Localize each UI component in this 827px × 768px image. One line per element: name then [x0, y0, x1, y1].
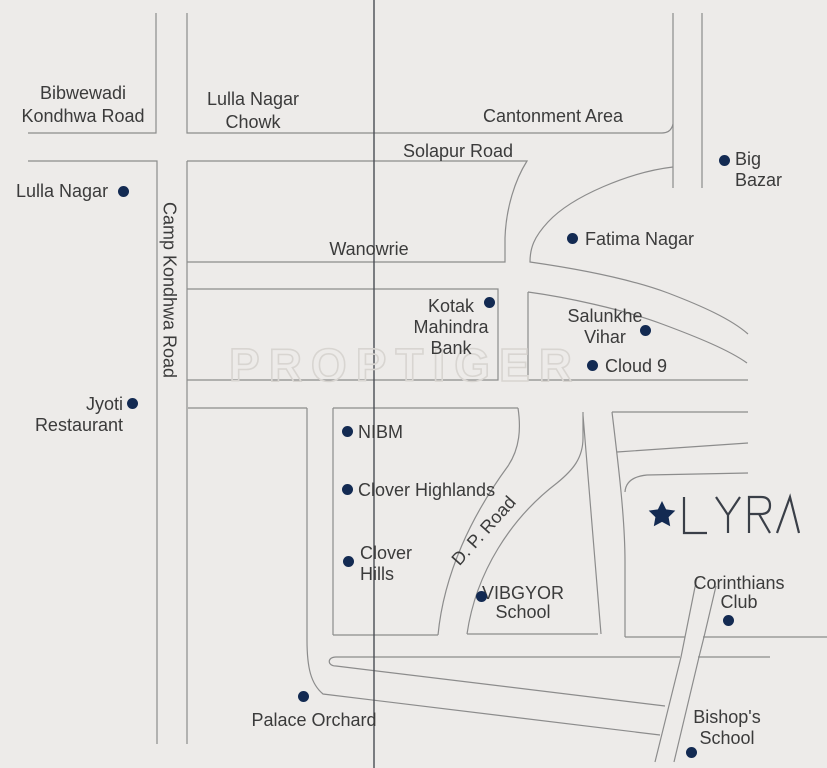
label-line: Chowk [225, 112, 281, 132]
label-line: Solapur Road [402, 141, 514, 161]
road-bishops-diagonal [654, 576, 717, 763]
poi-dot-lulla-nagar [117, 185, 129, 197]
road-dp-inner [437, 407, 520, 636]
road-nibm-block [332, 407, 518, 636]
map-label-cloud-9: Cloud 9 [605, 356, 667, 377]
poi-dot-palace-orchard [297, 690, 309, 702]
map-label-camp-kondhwa-road: Camp Kondhwa Road [159, 202, 180, 378]
road-cantonment-block [186, 13, 674, 134]
map-label-fatima-nagar: Fatima Nagar [585, 229, 694, 250]
label-line: Restaurant [34, 415, 123, 435]
label-line: Bazar [735, 170, 783, 190]
label-line: Vihar [584, 327, 626, 347]
label-line: Kondhwa Road [21, 106, 145, 126]
map-label-palace-orchard: Palace Orchard [251, 710, 376, 731]
label-line: Club [720, 592, 758, 612]
road-wanowrie-block [187, 160, 529, 263]
label-line: Lulla Nagar [206, 89, 300, 109]
label-line: School [699, 728, 755, 748]
poi-dot-clover-highlands [341, 483, 353, 495]
map-label-wanowrie: Wanowrie [329, 239, 408, 260]
star-icon [648, 501, 676, 527]
road-bottom-horizontals [328, 656, 770, 707]
label-line: Mahindra [413, 317, 489, 337]
label-line: Palace Orchard [251, 710, 377, 730]
poi-dot-cloud-9 [586, 359, 598, 371]
poi-dot-big-bazar [718, 154, 730, 166]
poi-dot-kotak-mahindra-bank [483, 296, 495, 308]
poi-dot-fatima-nagar [566, 232, 578, 244]
label-line: Camp Kondhwa Road [159, 201, 180, 379]
road-palace-block [188, 407, 661, 736]
label-line: Wanowrie [329, 239, 409, 259]
label-line: School [495, 602, 551, 622]
label-line: Clover [360, 543, 413, 563]
road-kotak-block [187, 288, 499, 381]
label-line: Bank [430, 338, 472, 358]
lyra-logo-graphic [648, 493, 801, 535]
label-line: Cloud 9 [605, 356, 668, 376]
road-camp-kondhwa-left [28, 160, 158, 744]
map-label-cantonment-area: Cantonment Area [483, 106, 623, 127]
map-label-lulla-nagar: Lulla Nagar [16, 181, 108, 202]
label-line: Salunkhe [567, 306, 643, 326]
label-line: Clover Highlands [358, 480, 496, 500]
label-line: NIBM [358, 422, 403, 442]
poi-dot-corinthians-club [722, 614, 734, 626]
label-line: Lulla Nagar [16, 181, 109, 201]
road-bibwewadi-block [28, 13, 157, 134]
poi-dot-clover-hills [342, 555, 354, 567]
label-line: Hills [360, 564, 394, 584]
lyra-letters [682, 493, 801, 535]
label-line: Jyoti [85, 394, 123, 414]
label-line: Corinthians [693, 573, 785, 593]
label-line: Big [735, 149, 762, 169]
road-dp-outer-vibgyor [466, 411, 626, 637]
map-label-solapur-road: Solapur Road [403, 141, 513, 162]
road-lyra-block-top [612, 411, 749, 493]
label-line: Cantonment Area [482, 106, 624, 126]
poi-dot-jyoti-restaurant [126, 397, 138, 409]
poi-dot-bishops-school [685, 746, 697, 758]
poi-dot-salunkhe-vihar [639, 324, 651, 336]
label-line: Fatima Nagar [585, 229, 695, 249]
label-line: Bibwewadi [39, 83, 127, 103]
road-fatima-curve [529, 166, 749, 335]
map-label-nibm: NIBM [358, 422, 403, 443]
poi-dot-nibm [341, 425, 353, 437]
map-label-clover-highlands: Clover Highlands [358, 480, 495, 501]
label-line: VIBGYOR [481, 583, 565, 603]
road-salunkhe-block [527, 291, 748, 381]
label-line: Bishop's [693, 707, 761, 727]
label-line: Kotak [427, 296, 475, 316]
poi-dot-vibgyor-school [475, 590, 487, 602]
lyra-logo: LYRA [644, 492, 804, 536]
